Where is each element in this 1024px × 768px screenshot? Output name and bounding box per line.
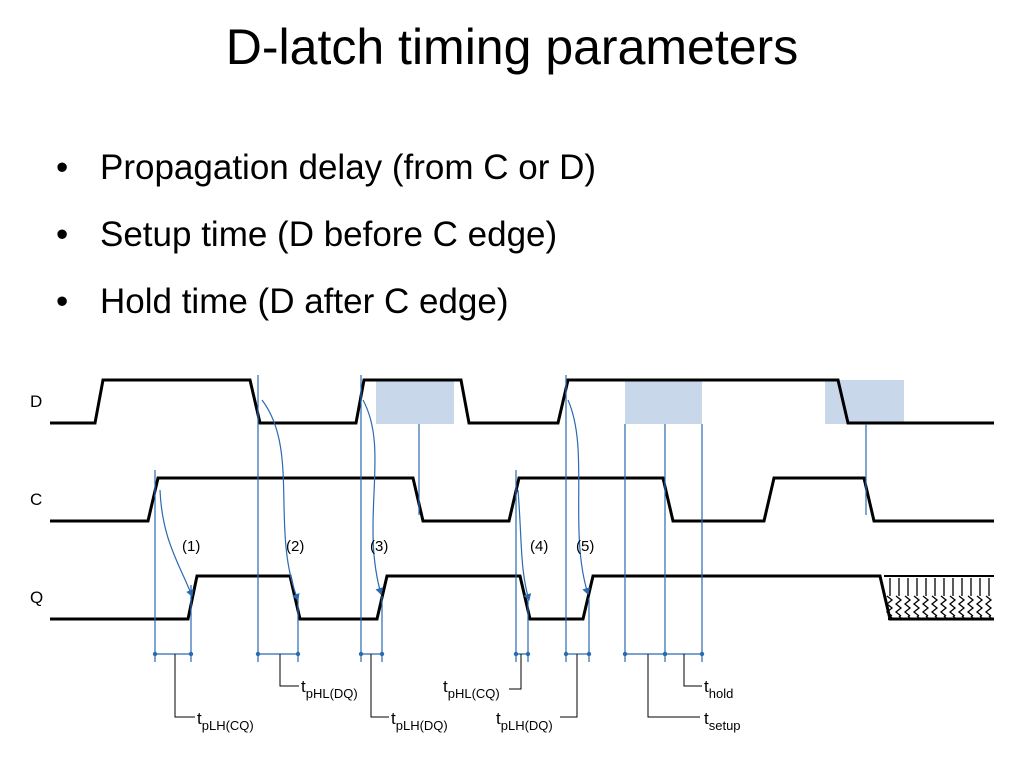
signal-label-c: C xyxy=(30,490,42,509)
param-label-thold: thold xyxy=(704,677,733,701)
bullet-setup-time: • Setup time (D before C edge) xyxy=(56,211,596,278)
param-label-tplh-dq-2: tpLH(DQ) xyxy=(496,709,553,733)
bullet-text: Hold time (D after C edge) xyxy=(100,282,509,321)
d-waveform xyxy=(50,378,994,425)
bullet-marker: • xyxy=(56,148,69,187)
q-waveform xyxy=(50,574,994,621)
event-label-2: (2) xyxy=(286,538,304,555)
signal-label-d: D xyxy=(30,392,42,411)
bullet-propagation-delay: • Propagation delay (from C or D) xyxy=(56,144,596,211)
bullet-text: Setup time (D before C edge) xyxy=(100,215,558,254)
cause-arrows xyxy=(159,399,591,601)
leader-lines xyxy=(174,654,702,718)
c-waveform xyxy=(50,476,994,523)
q-unknown-region xyxy=(884,575,994,620)
event-label-1: (1) xyxy=(182,538,200,555)
bullet-marker: • xyxy=(56,215,69,254)
event-label-4: (4) xyxy=(530,538,548,555)
timing-diagram: D C Q (1) (2) (3) xyxy=(30,375,994,733)
slide-title: D-latch timing parameters xyxy=(225,19,799,75)
bullet-list: • Propagation delay (from C or D) • Setu… xyxy=(56,144,596,345)
bullet-hold-time: • Hold time (D after C edge) xyxy=(56,278,596,345)
reference-lines xyxy=(154,375,867,662)
param-label-tphl-cq: tpHL(CQ) xyxy=(443,677,500,701)
setup-hold-window xyxy=(825,380,904,424)
bullet-text: Propagation delay (from C or D) xyxy=(100,148,597,187)
setup-hold-window xyxy=(625,380,702,424)
bullet-marker: • xyxy=(56,282,69,321)
param-label-tphl-dq: tpHL(DQ) xyxy=(301,677,358,701)
event-label-5: (5) xyxy=(576,538,594,555)
signal-label-q: Q xyxy=(30,588,43,607)
param-label-tplh-dq-1: tpLH(DQ) xyxy=(391,709,448,733)
setup-hold-window xyxy=(376,380,454,424)
param-label-tplh-cq: tpLH(CQ) xyxy=(197,709,254,733)
event-label-3: (3) xyxy=(370,538,388,555)
param-label-tsetup: tsetup xyxy=(704,709,741,733)
